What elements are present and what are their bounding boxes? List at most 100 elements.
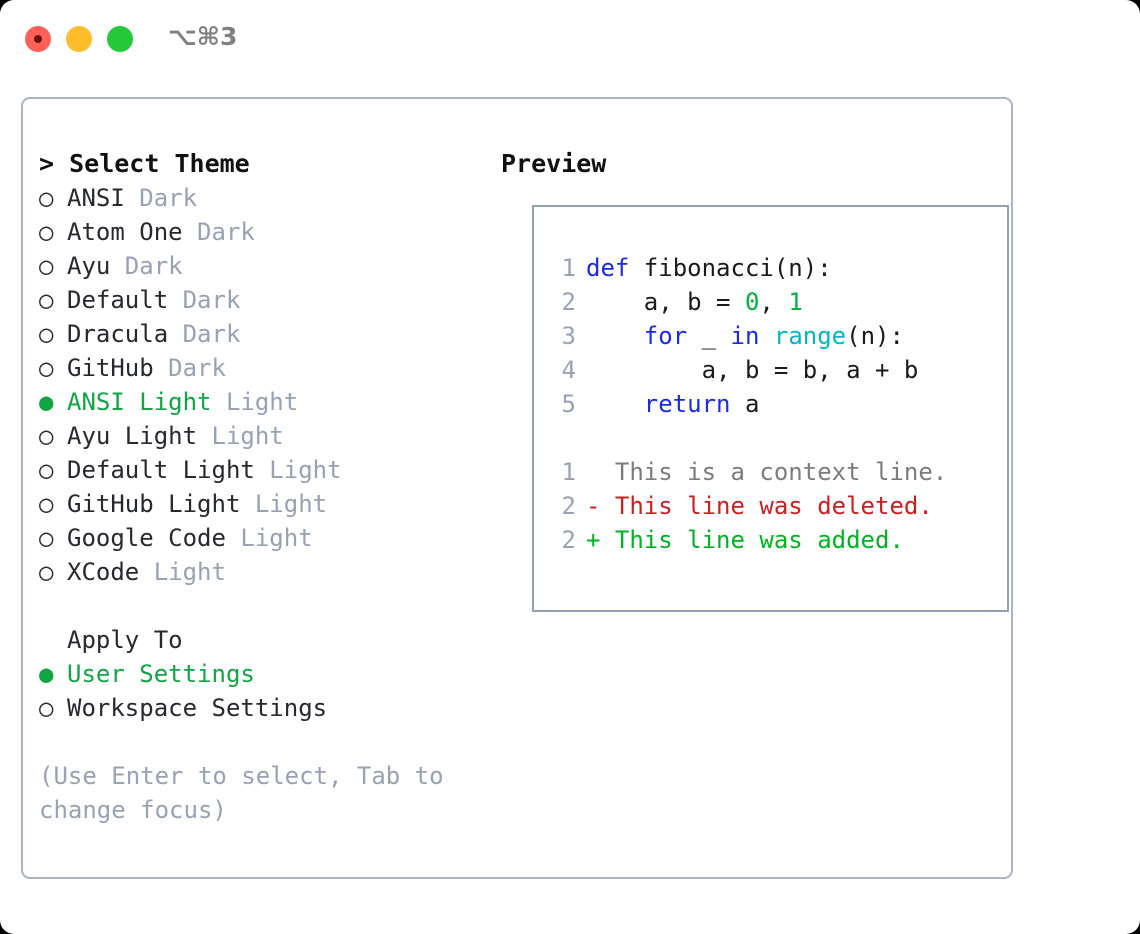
radio-selected-icon: ● bbox=[39, 660, 54, 688]
code-line: 3 for _ in range(n): bbox=[548, 319, 1001, 353]
theme-option-ayu[interactable]: ○Ayu Dark bbox=[39, 249, 489, 283]
diff-line-del: 2- This line was deleted. bbox=[548, 489, 1001, 523]
theme-option-google-code[interactable]: ○ Google Code Light bbox=[39, 521, 489, 555]
theme-option-label: Ayu Light bbox=[67, 422, 198, 450]
code-token: fibonacci(n): bbox=[629, 254, 832, 282]
diff-marker: - bbox=[586, 492, 601, 520]
theme-option-variant: Dark bbox=[124, 184, 198, 212]
diff-marker: + bbox=[586, 526, 601, 554]
diff-line-number: 1 bbox=[561, 458, 576, 486]
theme-option-variant: Light bbox=[225, 524, 313, 552]
theme-option-variant: Dark bbox=[168, 286, 241, 314]
code-line-number: 3 bbox=[561, 322, 576, 350]
theme-option-label: Google Code bbox=[67, 524, 226, 552]
diff-text: This line was deleted. bbox=[600, 492, 933, 520]
theme-option-variant: Dark bbox=[153, 354, 226, 382]
code-token: in bbox=[730, 322, 760, 350]
apply-to-option-user-settings[interactable]: ● User Settings bbox=[39, 657, 489, 691]
radio-unselected-icon: ○ bbox=[39, 252, 54, 280]
radio-selected-icon: ● bbox=[39, 388, 54, 416]
diff-line-number: 2 bbox=[561, 492, 576, 520]
theme-option-variant: Light bbox=[254, 456, 342, 484]
theme-list: ○ANSI Dark○Atom One Dark○Ayu Dark○Defaul… bbox=[39, 181, 489, 589]
preview-header: Preview bbox=[501, 149, 607, 178]
minimize-window-button[interactable] bbox=[66, 26, 92, 52]
code-line: 4 a, b = b, a + b bbox=[548, 353, 1001, 387]
maximize-window-button[interactable] bbox=[107, 26, 133, 52]
close-window-button[interactable] bbox=[25, 26, 51, 52]
apply-to-option-label: Workspace Settings bbox=[67, 694, 328, 722]
theme-option-default-light[interactable]: ○ Default Light Light bbox=[39, 453, 489, 487]
keyboard-shortcut-label: ⌥⌘3 bbox=[168, 22, 238, 51]
code-token: , bbox=[759, 288, 789, 316]
code-token bbox=[586, 390, 644, 418]
theme-option-label: Default Light bbox=[67, 456, 255, 484]
apply-to-option-label: User Settings bbox=[67, 660, 255, 688]
diff-lines: 1 This is a context line.2- This line wa… bbox=[548, 455, 1001, 557]
apply-to-option-workspace-settings[interactable]: ○Workspace Settings bbox=[39, 691, 489, 725]
radio-unselected-icon: ○ bbox=[39, 320, 54, 348]
code-token: def bbox=[586, 254, 630, 282]
theme-option-label: ANSI bbox=[67, 184, 125, 212]
title-bar: ⌥⌘3 bbox=[0, 0, 1140, 78]
code-token: 1 bbox=[788, 288, 803, 316]
radio-unselected-icon: ○ bbox=[39, 524, 54, 552]
apply-to-list: ● User Settings ○Workspace Settings bbox=[39, 657, 489, 725]
diff-spacer bbox=[548, 421, 1001, 455]
code-token: 0 bbox=[744, 288, 760, 316]
theme-option-default[interactable]: ○ Default Dark bbox=[39, 283, 489, 317]
theme-option-label: Ayu bbox=[67, 252, 111, 280]
theme-option-variant: Light bbox=[139, 558, 226, 586]
theme-option-label: Default bbox=[67, 286, 169, 314]
theme-option-label: XCode bbox=[67, 558, 140, 586]
theme-picker-column: > Select Theme ○ANSI Dark○Atom One Dark○… bbox=[39, 147, 489, 827]
apply-to-header: Apply To bbox=[67, 626, 183, 654]
radio-unselected-icon: ○ bbox=[39, 354, 54, 382]
diff-text: This line was added. bbox=[600, 526, 904, 554]
section-spacer bbox=[39, 589, 489, 623]
code-line: 5 return a bbox=[548, 387, 1001, 421]
code-token: for bbox=[643, 322, 688, 350]
theme-option-label: ANSI Light bbox=[67, 388, 212, 416]
theme-option-variant: Light bbox=[240, 490, 328, 518]
theme-option-dracula[interactable]: ○Dracula Dark bbox=[39, 317, 489, 351]
theme-option-xcode[interactable]: ○ XCode Light bbox=[39, 555, 489, 589]
code-token: a, b = b, a + b bbox=[586, 356, 919, 384]
diff-marker bbox=[586, 458, 600, 486]
radio-unselected-icon: ○ bbox=[39, 558, 54, 586]
radio-unselected-icon: ○ bbox=[39, 286, 54, 314]
code-token: range bbox=[773, 322, 847, 350]
main-panel: > Select Theme ○ANSI Dark○Atom One Dark○… bbox=[21, 97, 1013, 879]
theme-option-variant: Light bbox=[197, 422, 284, 450]
theme-option-variant: Dark bbox=[168, 320, 241, 348]
code-line-number: 5 bbox=[561, 390, 576, 418]
code-token bbox=[586, 322, 644, 350]
select-theme-header: > Select Theme bbox=[39, 149, 250, 178]
code-line: 1 def fibonacci(n): bbox=[548, 251, 1001, 285]
diff-line-ctx: 1 This is a context line. bbox=[548, 455, 1001, 489]
code-line-number: 2 bbox=[561, 288, 576, 316]
keyboard-hint-text: (Use Enter to select, Tab to change focu… bbox=[39, 762, 459, 824]
radio-unselected-icon: ○ bbox=[39, 184, 54, 212]
theme-option-ansi-light[interactable]: ●ANSI Light Light bbox=[39, 385, 489, 419]
theme-option-github[interactable]: ○GitHub Dark bbox=[39, 351, 489, 385]
code-line: 2 a, b = 0, 1 bbox=[548, 285, 1001, 319]
theme-option-ayu-light[interactable]: ○ Ayu Light Light bbox=[39, 419, 489, 453]
theme-option-ansi[interactable]: ○ ANSI Dark bbox=[39, 181, 489, 215]
radio-unselected-icon: ○ bbox=[39, 218, 54, 246]
code-token: return bbox=[643, 390, 731, 418]
theme-option-atom-one[interactable]: ○Atom One Dark bbox=[39, 215, 489, 249]
theme-option-github-light[interactable]: ○GitHub Light Light bbox=[39, 487, 489, 521]
code-line-number: 1 bbox=[561, 254, 576, 282]
radio-unselected-icon: ○ bbox=[39, 456, 54, 484]
code-token: a, b = bbox=[586, 288, 745, 316]
code-token bbox=[759, 322, 773, 350]
diff-line-number: 2 bbox=[561, 526, 576, 554]
radio-unselected-icon: ○ bbox=[39, 490, 54, 518]
diff-text: This is a context line. bbox=[600, 458, 948, 486]
radio-unselected-icon: ○ bbox=[39, 422, 54, 450]
